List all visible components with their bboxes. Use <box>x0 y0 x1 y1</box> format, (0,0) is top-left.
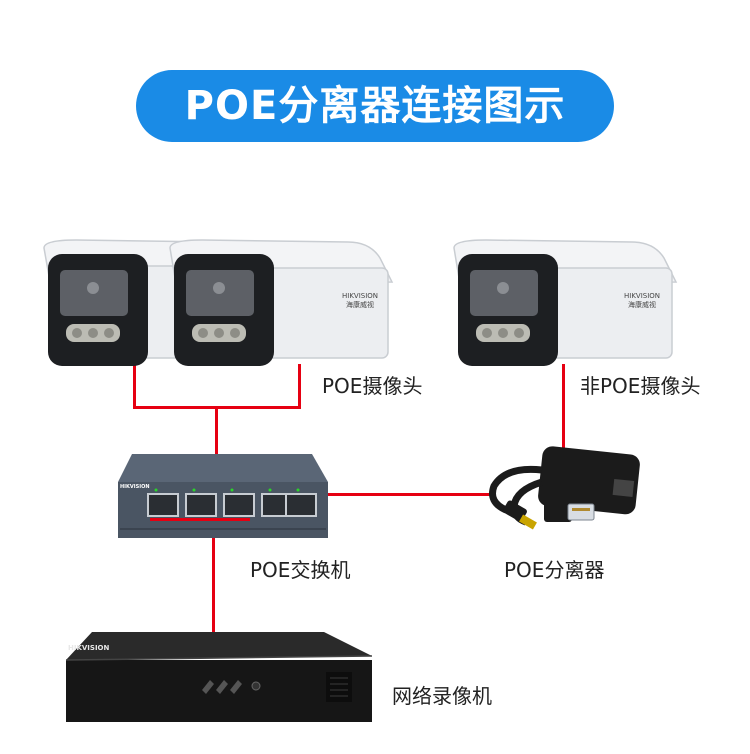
poe-splitter <box>486 446 644 544</box>
wire-camera2-down <box>298 364 301 408</box>
diagram-title: POE分离器连接图示 <box>185 83 566 129</box>
camera3-brand-en: HIKVISION <box>612 292 672 301</box>
camera3-brand: HIKVISION 海康威视 <box>612 292 672 310</box>
camera2-brand: HIKVISION 海康威视 <box>330 292 390 310</box>
label-poe-camera: POE摄像头 <box>322 370 422 399</box>
wire-switch-to-nvr <box>212 536 215 632</box>
label-poe-switch: POE交换机 <box>250 554 350 583</box>
title-banner: POE分离器连接图示 <box>136 70 614 142</box>
wire-switch-to-splitter <box>328 493 494 496</box>
label-nvr: 网络录像机 <box>392 680 492 709</box>
poe-switch <box>116 452 330 540</box>
camera2-brand-cn: 海康威视 <box>330 301 390 310</box>
label-non-poe-camera: 非POE摄像头 <box>580 370 700 399</box>
nvr-brand: HIKVISION <box>68 644 109 652</box>
switch-brand: HIKVISION <box>120 484 150 490</box>
wire-camera3-to-splitter <box>562 364 565 456</box>
nvr <box>56 628 374 728</box>
wire-to-switch <box>215 406 218 456</box>
camera3-brand-cn: 海康威视 <box>612 301 672 310</box>
camera2-brand-en: HIKVISION <box>330 292 390 301</box>
label-poe-splitter: POE分离器 <box>504 554 604 583</box>
wire-camera1-down <box>133 364 136 408</box>
